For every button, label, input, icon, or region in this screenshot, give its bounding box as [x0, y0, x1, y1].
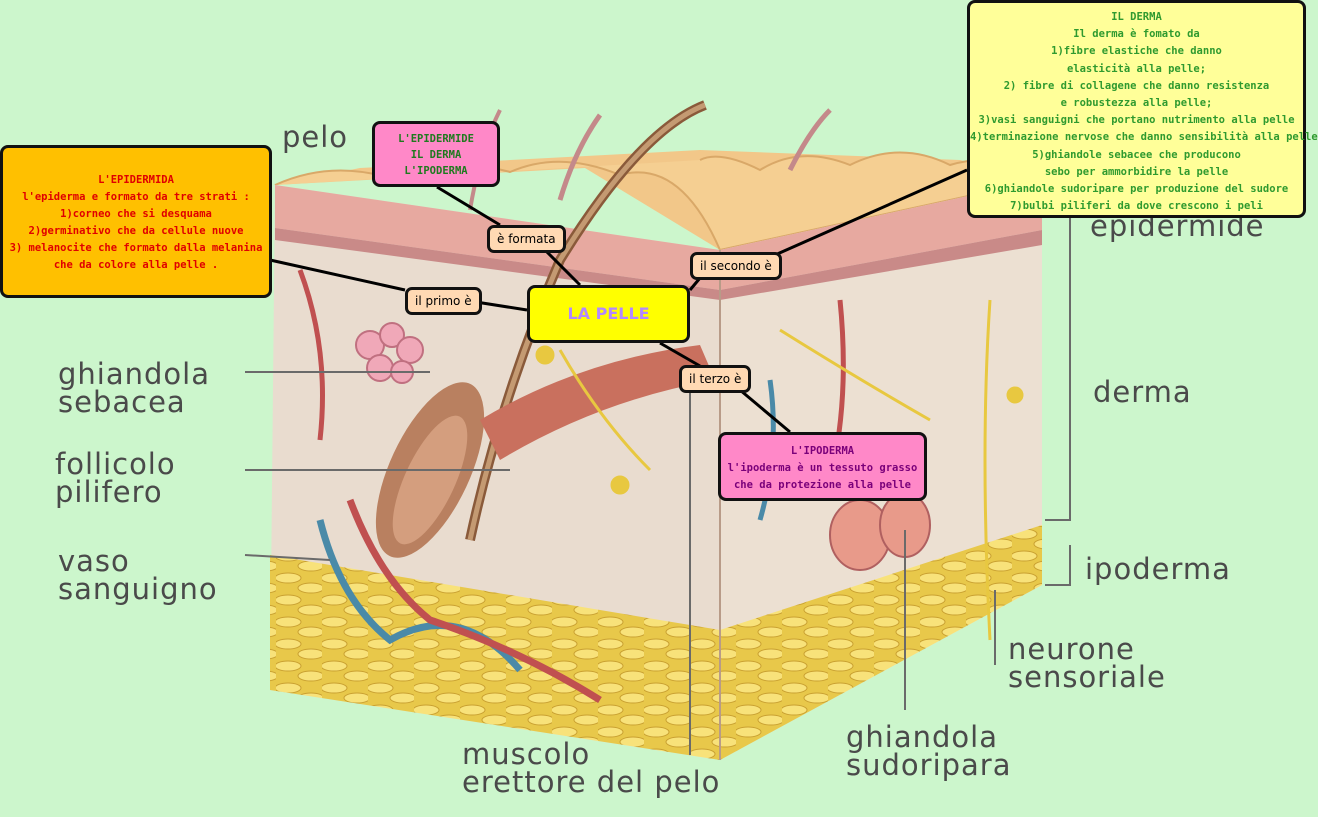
- derma-line: 7)bulbi piliferi da dove crescono i peli: [1010, 200, 1263, 213]
- top-node[interactable]: L'EPIDERMIDE IL DERMA L'IPODERMA: [372, 121, 500, 187]
- link-primo[interactable]: il primo è: [405, 287, 482, 315]
- label-vaso-2: sanguigno: [58, 572, 218, 606]
- central-node-la-pelle[interactable]: LA PELLE: [527, 285, 690, 343]
- link-formata[interactable]: è formata: [487, 225, 566, 253]
- ipoderma-line: l'ipoderma è un tessuto grasso: [727, 462, 918, 474]
- label-ghiandola-sebacea-1: ghiandola: [58, 357, 210, 391]
- derma-line: 6)ghiandole sudoripare per produzione de…: [984, 183, 1289, 196]
- sebaceous-gland: [355, 322, 424, 384]
- derma-line: elasticità alla pelle;: [1066, 62, 1207, 75]
- epidermida-line: 3) melanocite che formato dalla melanina: [9, 242, 263, 254]
- derma-line: 1)fibre elastiche che danno: [1051, 45, 1222, 58]
- link-terzo[interactable]: il terzo è: [679, 365, 752, 393]
- epidermida-title: L'EPIDERMIDA: [98, 174, 174, 186]
- derma-line: e robustezza alla pelle;: [1060, 97, 1213, 110]
- top-node-line: L'IPODERMA: [404, 165, 468, 177]
- label-leader-lines: [244, 214, 1071, 755]
- label-follicolo-2: pilifero: [55, 475, 163, 509]
- epidermida-line: 2)germinativo che da cellule nuove: [28, 225, 244, 237]
- label-derma: derma: [1093, 375, 1192, 409]
- label-neurone-1: neurone: [1008, 632, 1135, 666]
- link-secondo[interactable]: il secondo è: [690, 252, 782, 280]
- ipoderma-node[interactable]: L'IPODERMA l'ipoderma è un tessuto grass…: [718, 432, 927, 501]
- derma-line: 2) fibre di collagene che danno resisten…: [1003, 79, 1270, 92]
- derma-line: 5)ghiandole sebacee che producono: [1032, 148, 1241, 161]
- label-ipoderma: ipoderma: [1085, 552, 1231, 586]
- label-follicolo-1: follicolo: [55, 447, 176, 481]
- label-vaso-1: vaso: [58, 544, 130, 578]
- label-sudoripara-1: ghiandola: [846, 720, 998, 754]
- epidermida-line: l'epiderma e formato da tre strati :: [22, 191, 250, 203]
- central-node-label: LA PELLE: [567, 304, 650, 323]
- ipoderma-line: che da protezione alla pelle: [733, 479, 911, 491]
- derma-line: 4)terminazione nervose che danno sensibi…: [970, 131, 1318, 144]
- derma-node[interactable]: IL DERMA Il derma è fomato da 1)fibre el…: [967, 0, 1318, 218]
- derma-line: Il derma è fomato da: [1073, 28, 1200, 41]
- label-neurone-2: sensoriale: [1008, 660, 1166, 694]
- label-sudoripara-2: sudoripara: [846, 748, 1012, 782]
- epidermida-line: che da colore alla pelle .: [53, 259, 219, 271]
- ipoderma-title: L'IPODERMA: [790, 445, 855, 457]
- epidermida-line: 1)corneo che si desquama: [60, 208, 212, 220]
- derma-line: sebo per ammorbidire la pelle: [1044, 165, 1229, 178]
- label-pelo: pelo: [282, 120, 349, 154]
- label-muscolo-2: erettore del pelo: [462, 765, 721, 799]
- label-muscolo-1: muscolo: [462, 737, 591, 771]
- epidermida-node[interactable]: L'EPIDERMIDA l'epiderma e formato da tre…: [0, 145, 272, 298]
- top-node-line: IL DERMA: [410, 149, 462, 161]
- hairs: [465, 100, 832, 542]
- top-node-line: L'EPIDERMIDE: [398, 133, 474, 145]
- erector-muscle: [480, 345, 715, 460]
- derma-line: 3)vasi sanguigni che portano nutrimento …: [978, 114, 1295, 127]
- derma-title: IL DERMA: [1111, 11, 1162, 23]
- concept-connectors: [269, 168, 968, 434]
- label-ghiandola-sebacea-2: sebacea: [58, 385, 186, 419]
- nerves: [535, 299, 1024, 641]
